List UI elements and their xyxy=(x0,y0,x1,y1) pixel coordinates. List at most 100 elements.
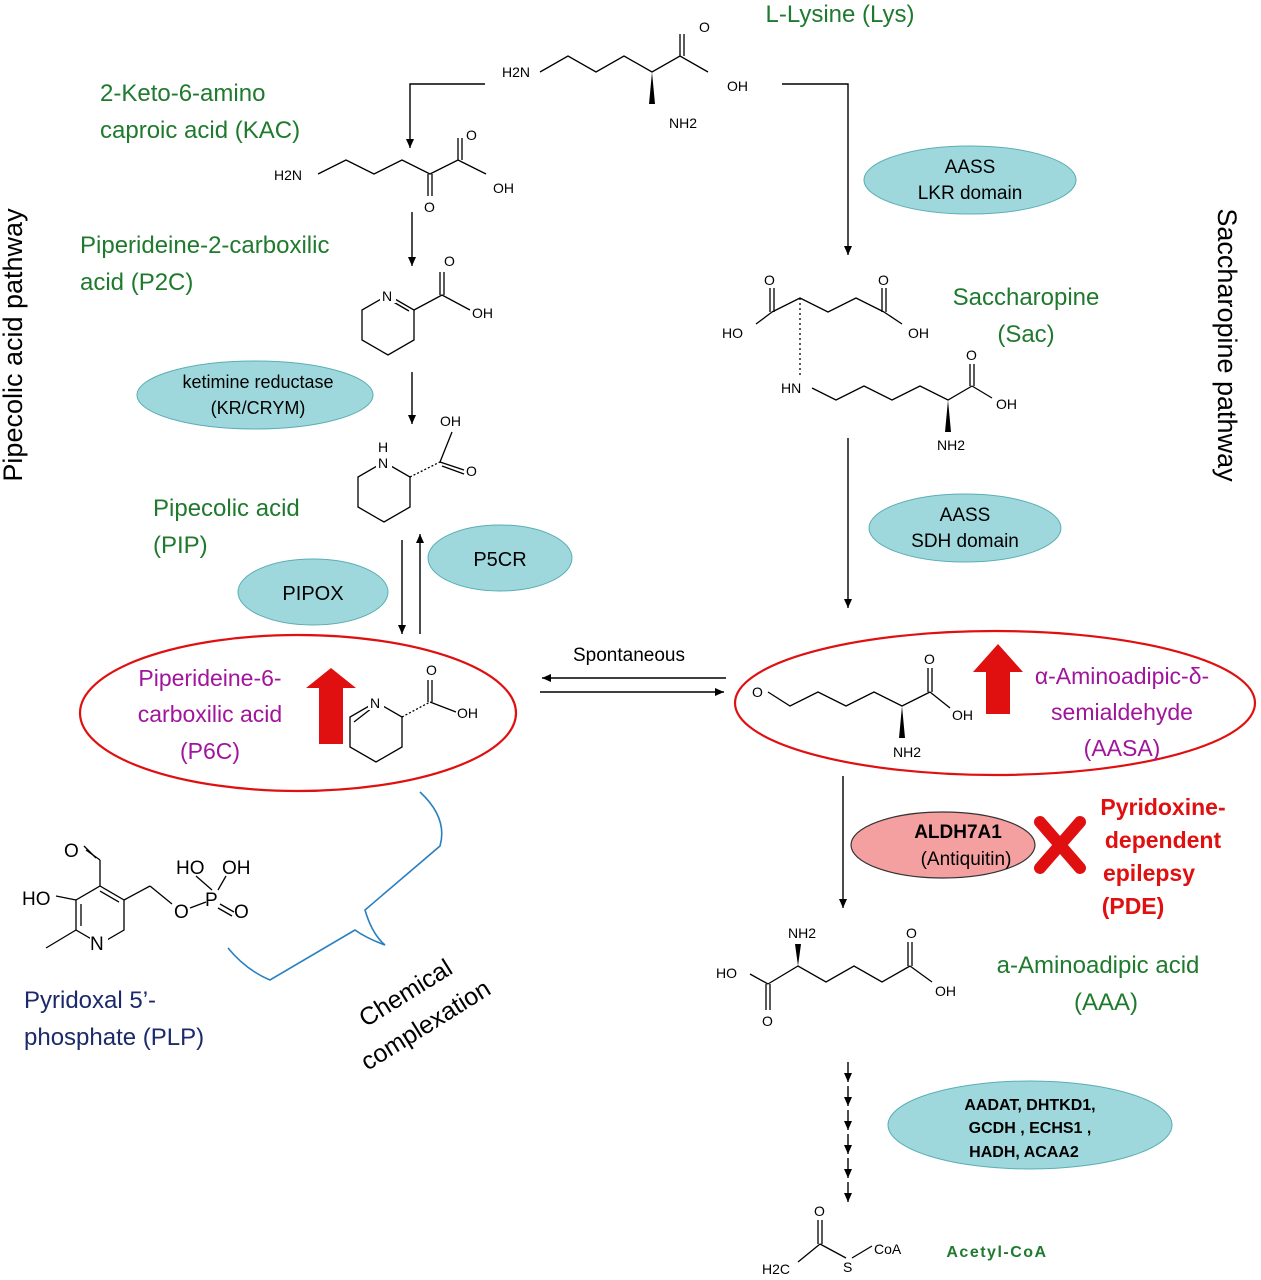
svg-text:O: O xyxy=(924,651,935,667)
aaa-label-line1: a-Aminoadipic acid xyxy=(997,952,1200,979)
svg-text:NH2: NH2 xyxy=(893,744,921,760)
svg-text:NH2: NH2 xyxy=(788,925,816,941)
block-cross-icon xyxy=(1034,816,1086,874)
sac-label-line1: Saccharopine xyxy=(953,284,1100,311)
svg-text:HO: HO xyxy=(22,889,51,910)
svg-text:N: N xyxy=(90,934,104,955)
svg-text:O: O xyxy=(466,127,477,143)
svg-text:H2C: H2C xyxy=(762,1261,790,1277)
svg-text:NH2: NH2 xyxy=(669,115,697,131)
svg-text:HO: HO xyxy=(722,325,743,341)
svg-text:N: N xyxy=(382,288,392,304)
p2c-structure: N O OH xyxy=(361,253,493,356)
svg-text:H: H xyxy=(378,439,388,455)
svg-text:OH: OH xyxy=(493,180,514,196)
aass-lkr-enzyme xyxy=(863,145,1077,215)
aass-lkr-label-line2: LKR domain xyxy=(918,183,1023,204)
p5cr-enzyme xyxy=(427,524,573,592)
p6c-label-line1: Piperideine-6- xyxy=(138,665,281,691)
svg-text:P: P xyxy=(205,890,218,911)
kac-label-line2: caproic acid (KAC) xyxy=(100,117,300,144)
p6c-structure: N O OH xyxy=(349,662,478,763)
aasa-increase-arrow xyxy=(973,644,1023,714)
svg-text:O: O xyxy=(424,199,435,215)
svg-text:OH: OH xyxy=(908,325,929,341)
pip-label-line2: (PIP) xyxy=(153,532,208,559)
sac-label-line2: (Sac) xyxy=(997,321,1054,348)
p2c-label-line2: acid (P2C) xyxy=(80,269,193,296)
aaa-structure: HO O NH2 O OH xyxy=(716,925,956,1029)
lysine-label: L-Lysine (Lys) xyxy=(766,1,915,28)
svg-text:OH: OH xyxy=(472,305,493,321)
svg-text:H2N: H2N xyxy=(502,64,530,80)
complexation-bracket xyxy=(227,791,443,981)
spontaneous-label: Spontaneous xyxy=(573,645,685,666)
svg-text:O: O xyxy=(426,662,437,678)
svg-text:O: O xyxy=(906,925,917,941)
aass-sdh-label-line1: AASS xyxy=(940,505,991,526)
kr-label-line1: ketimine reductase xyxy=(182,372,333,392)
svg-text:OH: OH xyxy=(952,707,973,723)
lys-to-sac-arrow xyxy=(782,83,852,255)
svg-text:HO: HO xyxy=(176,858,205,879)
svg-text:S: S xyxy=(843,1259,852,1275)
aaa-label-line2: (AAA) xyxy=(1074,989,1138,1016)
pde-label-line2: dependent xyxy=(1105,827,1222,853)
saccharopine-structure: O O HO OH HN O OH NH2 xyxy=(722,272,1017,453)
acetylcoa-structure: O H2C S CoA xyxy=(762,1203,902,1277)
kr-label-line2: (KR/CRYM) xyxy=(211,398,306,418)
p6c-label-line3: (P6C) xyxy=(180,738,240,764)
svg-text:HO: HO xyxy=(716,965,737,981)
pipox-enzyme xyxy=(237,558,389,626)
svg-text:OH: OH xyxy=(935,983,956,999)
aass-sdh-enzyme xyxy=(868,493,1062,563)
downstream-enzymes-line2: GCDH , ECHS1 , xyxy=(969,1120,1092,1137)
aass-lkr-label-line1: AASS xyxy=(945,157,996,178)
downstream-enzymes xyxy=(887,1080,1173,1170)
svg-text:OH: OH xyxy=(222,858,251,879)
svg-text:OH: OH xyxy=(440,413,461,429)
kac-label-line1: 2-Keto-6-amino xyxy=(100,80,265,107)
svg-text:O: O xyxy=(174,902,189,923)
svg-text:O: O xyxy=(762,1013,773,1029)
aass-sdh-label-line2: SDH domain xyxy=(911,531,1019,552)
svg-text:N: N xyxy=(370,695,380,711)
aldh7a1-enzyme xyxy=(850,811,1036,879)
aasa-label-line3: (AASA) xyxy=(1084,735,1161,761)
svg-text:O: O xyxy=(64,841,79,862)
svg-text:OH: OH xyxy=(457,705,478,721)
plp-structure: N O HO O P HO OH O xyxy=(22,841,251,955)
plp-label-line2: phosphate (PLP) xyxy=(24,1024,204,1051)
svg-text:O: O xyxy=(814,1203,825,1219)
pde-label-line4: (PDE) xyxy=(1102,893,1165,919)
lys-to-kac-arrow xyxy=(406,83,485,148)
svg-text:O: O xyxy=(699,19,710,35)
svg-text:O: O xyxy=(444,253,455,269)
p6c-highlight-ellipse xyxy=(78,633,518,793)
svg-text:O: O xyxy=(466,463,477,479)
pip-structure: N H OH O xyxy=(357,413,477,523)
p6c-increase-arrow xyxy=(306,668,356,744)
svg-text:HN: HN xyxy=(781,380,801,396)
plp-label-line1: Pyridoxal 5’- xyxy=(24,987,156,1014)
svg-text:OH: OH xyxy=(727,78,748,94)
acetylcoa-label: Acetyl-CoA xyxy=(946,1244,1047,1261)
pipecolic-pathway-label: Pipecolic acid pathway xyxy=(0,208,28,482)
kr-crym-enzyme xyxy=(136,360,374,430)
svg-text:O: O xyxy=(878,272,889,288)
svg-text:O: O xyxy=(764,272,775,288)
aasa-highlight-ellipse xyxy=(733,629,1257,777)
pde-label-line3: epilepsy xyxy=(1103,860,1195,886)
downstream-enzymes-line1: AADAT, DHTKD1, xyxy=(964,1097,1095,1114)
svg-text:O: O xyxy=(234,902,249,923)
pipox-label: PIPOX xyxy=(282,583,343,605)
downstream-enzymes-line3: HADH, ACAA2 xyxy=(969,1144,1079,1161)
aldh7a1-label-line1: ALDH7A1 xyxy=(914,822,1002,843)
svg-text:O: O xyxy=(752,684,763,700)
kac-structure: H2N O OH O xyxy=(274,127,514,215)
aldh7a1-label-line2: (Antiquitin) xyxy=(921,849,1012,870)
svg-text:NH2: NH2 xyxy=(937,437,965,453)
aasa-label-line1: α-Aminoadipic-δ- xyxy=(1035,663,1209,689)
saccharopine-pathway-label: Saccharopine pathway xyxy=(1212,208,1242,482)
